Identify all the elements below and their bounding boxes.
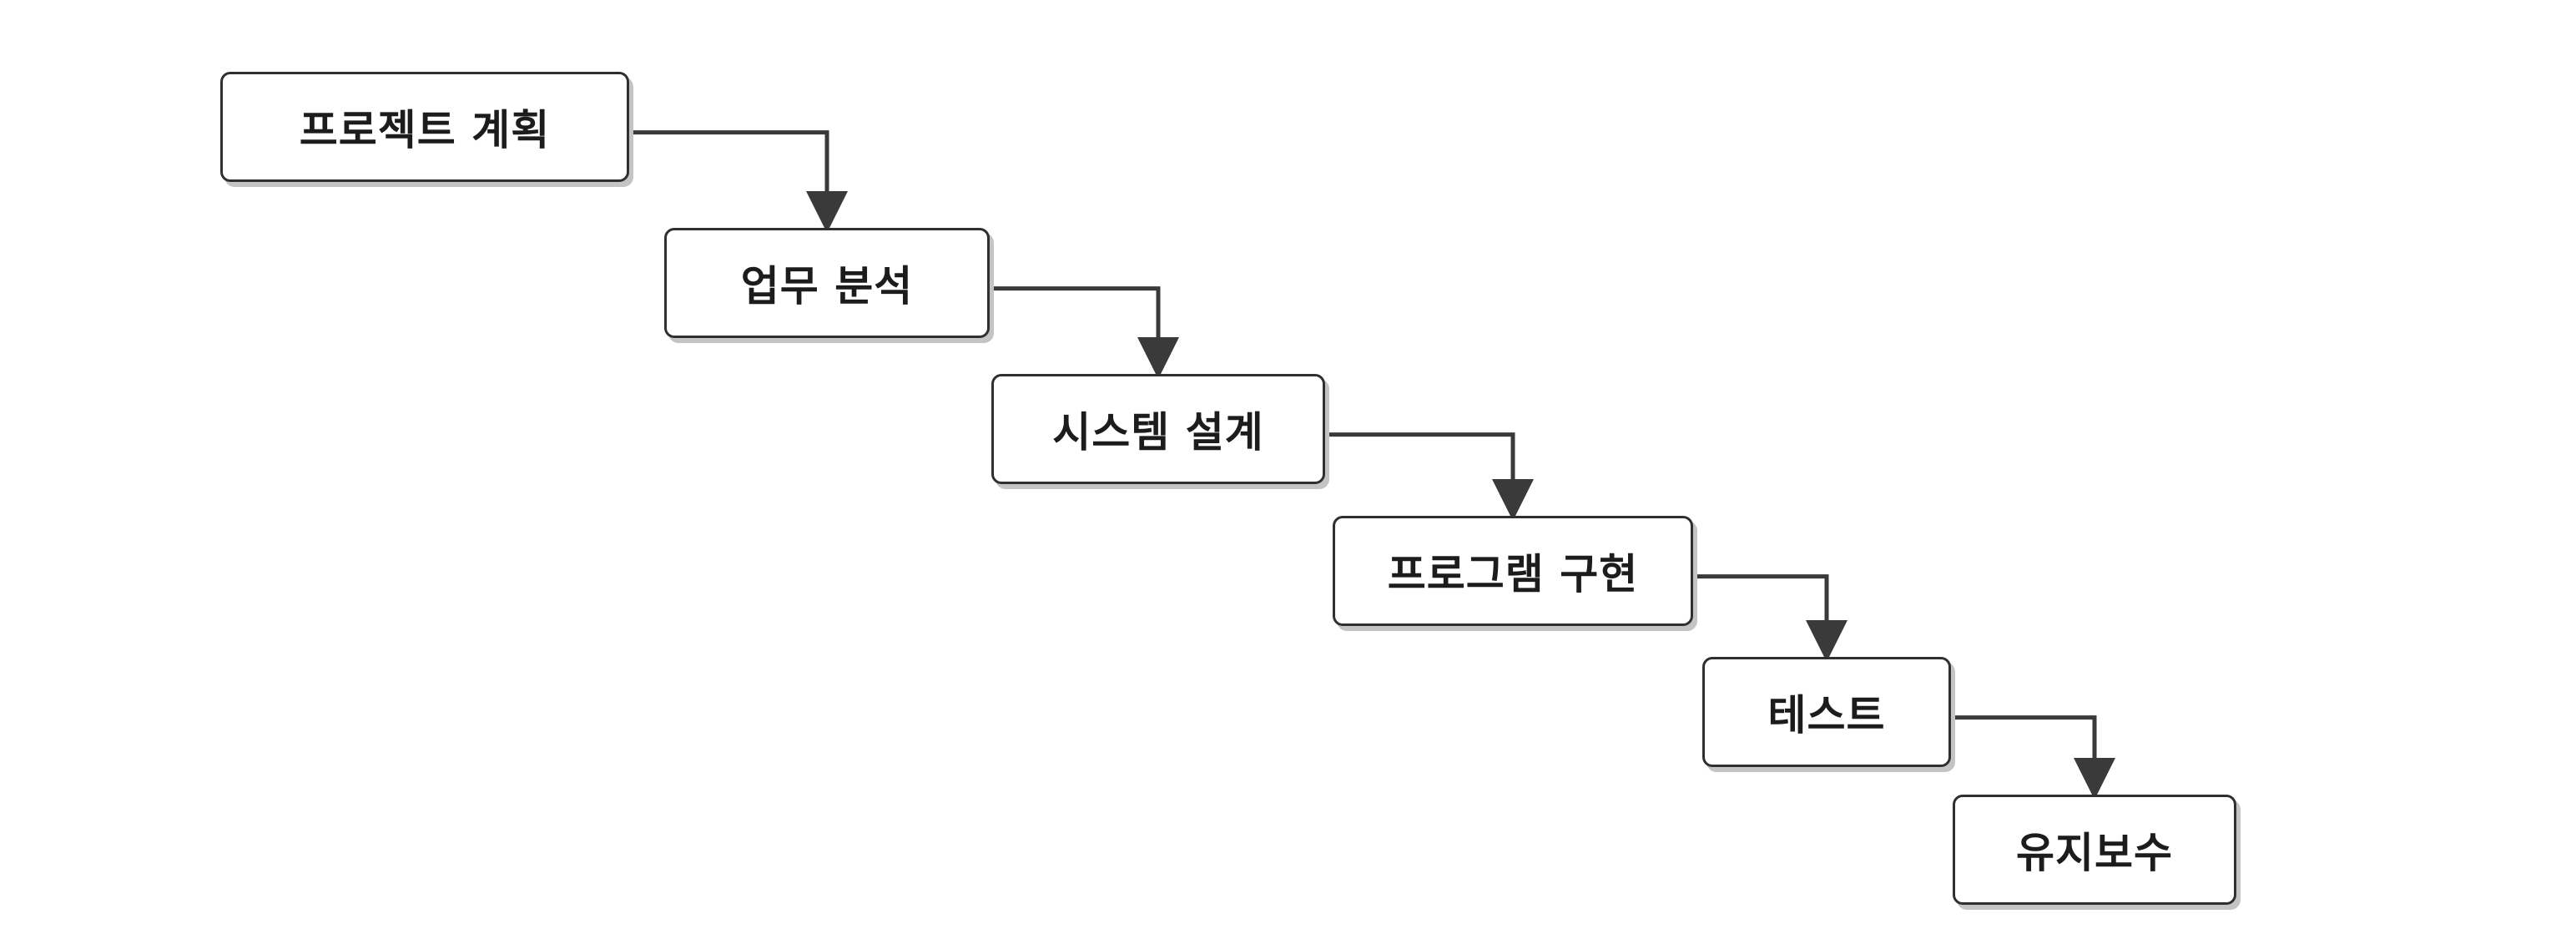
connector-arrow-3 [1325, 432, 1534, 521]
stage-maintenance: 유지보수 [1953, 795, 2236, 905]
stage-project-planning: 프로젝트 계획 [220, 72, 629, 182]
connector-arrow-1 [629, 130, 848, 233]
stage-label: 프로젝트 계획 [299, 106, 551, 154]
stage-label: 테스트 [1767, 691, 1886, 740]
stage-business-analysis: 업무 분석 [664, 228, 990, 338]
stage-label: 유지보수 [2016, 829, 2173, 877]
stage-program-implementation: 프로그램 구현 [1333, 516, 1693, 626]
stage-label: 시스템 설계 [1052, 408, 1264, 457]
connector-arrow-5 [1951, 715, 2115, 800]
connector-arrow-2 [990, 286, 1179, 379]
stage-testing: 테스트 [1702, 657, 1951, 767]
stage-label: 프로그램 구현 [1387, 550, 1639, 598]
stage-system-design: 시스템 설계 [991, 374, 1325, 484]
stage-label: 업무 분석 [740, 262, 914, 310]
connector-arrow-4 [1693, 574, 1848, 662]
